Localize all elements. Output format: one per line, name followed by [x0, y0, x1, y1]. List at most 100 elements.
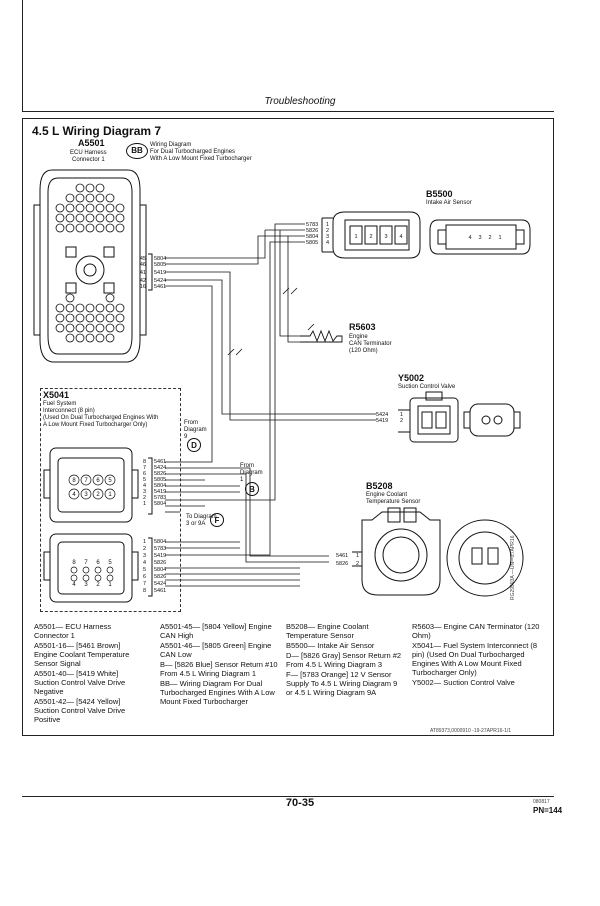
- tag-b-text: From Diagram 1: [240, 463, 263, 483]
- x5041-top-pin-ref: 5: [143, 477, 146, 483]
- ecu-connector: [33, 169, 147, 363]
- y5002-valve: [463, 403, 521, 437]
- legend-item: B5208— Engine Coolant Temperature Sensor: [286, 622, 369, 640]
- page-number: 70-35: [285, 797, 315, 809]
- y5002-pin-number: 2: [400, 418, 403, 424]
- x5041-bottom-pin-ref: 7: [143, 581, 146, 587]
- x5041-bottom-pin-ref: 3: [143, 553, 146, 559]
- x5041-bottom-wire-label: 5804: [154, 539, 166, 545]
- y5002-pin-number: 1: [400, 412, 403, 418]
- x5041-bottom-pin-ref: 4: [143, 560, 146, 566]
- b5500-connector: [321, 211, 421, 259]
- legend-col-4: R5603— Engine CAN Terminator (120 Ohm) X…: [412, 622, 550, 688]
- ecu-wire-label: 5461: [154, 284, 166, 290]
- ecu-id: A5501: [78, 138, 105, 148]
- b5500-wire-label: 5804: [306, 234, 318, 240]
- legend-item: A5501-42— [5424 Yellow] Suction Control …: [34, 697, 126, 724]
- tag-f-text: To Diagram 3 or 9A: [186, 514, 217, 527]
- x5041-bottom-pin-number: 7: [84, 560, 88, 566]
- x5041-bottom-pin-number: 2: [96, 582, 100, 588]
- x5041-connector-bottom: [43, 533, 153, 603]
- ecu-wire-label: 5805: [154, 262, 166, 268]
- ecu-pin-number: 41: [140, 270, 146, 276]
- b5500-id: B5500: [426, 189, 453, 199]
- b5208-connector: [352, 507, 441, 596]
- x5041-bottom-wire-label: 5804: [154, 567, 166, 573]
- b5208-sensor: [446, 519, 524, 597]
- b5500-cavity-number: 3: [384, 234, 387, 240]
- x5041-top-pin-ref: 1: [143, 501, 146, 507]
- bb-note-1: Wiring Diagram: [150, 142, 192, 148]
- b5500-cavity-number: 4: [399, 234, 402, 240]
- b5500-name: Intake Air Sensor: [426, 200, 472, 206]
- bb-note-2: For Dual Turbocharged Engines: [150, 149, 236, 155]
- footer-small-code: 080817: [533, 799, 550, 805]
- x5041-bottom-wire-label: 5419: [154, 553, 166, 559]
- b5500-cavity-number: 1: [354, 234, 357, 240]
- x5041-top-wire-label: 5783: [154, 495, 166, 501]
- x5041-top-pin-ref: 8: [143, 459, 146, 465]
- x5041-bottom-pin-ref: 8: [143, 588, 146, 594]
- x5041-top-pin-number: 2: [96, 492, 100, 498]
- ecu-wire-label: 5424: [154, 278, 166, 284]
- x5041-top-pin-number: 7: [84, 478, 88, 484]
- x5041-line2: Interconnect (8 pin): [43, 408, 95, 414]
- x5041-top-wire-label: 5805: [154, 477, 166, 483]
- legend-col-2: A5501-45— [5804 Yellow] Engine CAN High …: [160, 622, 278, 707]
- ref-code: AT89373,0000910 -19-27APR16-1/1: [430, 728, 512, 734]
- legend-item: A5501-40— [5419 White] Suction Control V…: [34, 669, 126, 696]
- x5041-top-wire-label: 5424: [154, 465, 166, 471]
- b5500-sensor-face: [429, 219, 531, 255]
- section-title: Troubleshooting: [264, 96, 336, 107]
- r5603-id: R5603: [349, 322, 376, 332]
- legend-col-1: A5501— ECU Harness Connector 1 A5501-16—…: [34, 622, 142, 725]
- x5041-bottom-pin-number: 6: [96, 560, 100, 566]
- ecu-wire-label: 5804: [154, 256, 166, 262]
- x5041-line3: (Used On Dual Turbocharged Engines With: [43, 415, 159, 421]
- x5041-bottom-pin-ref: 5: [143, 567, 146, 573]
- b5500-wire-label: 5783: [306, 222, 318, 228]
- x5041-bottom-wire-label: 5826: [154, 574, 166, 580]
- x5041-top-pin-ref: 2: [143, 495, 146, 501]
- x5041-top-wire-label: 5804: [154, 501, 166, 507]
- b5208-pin-number: 2: [356, 561, 359, 567]
- legend-item: A5501— ECU Harness Connector 1: [34, 622, 112, 640]
- x5041-bottom-wire-label: 5826: [154, 560, 166, 566]
- r5603-line2: CAN Terminator: [349, 341, 392, 347]
- x5041-bottom-pin-number: 3: [84, 582, 88, 588]
- x5041-top-pin-ref: 6: [143, 471, 146, 477]
- r5603-line1: Engine: [349, 334, 368, 340]
- x5041-bottom-pin-number: 8: [72, 560, 76, 566]
- x5041-top-pin-ref: 4: [143, 483, 146, 489]
- y5002-wire-label: 5419: [376, 418, 388, 424]
- bb-note-3: With A Low Mount Fixed Turbocharger: [150, 156, 252, 162]
- x5041-top-wire-label: 5461: [154, 459, 166, 465]
- ecu-wire-label: 5419: [154, 270, 166, 276]
- b5500-wire-label: 5826: [306, 228, 318, 234]
- legend-item: BB— Wiring Diagram For Dual Turbocharged…: [160, 679, 275, 706]
- y5002-connector: [398, 391, 459, 443]
- ecu-pin-number: 46: [140, 262, 146, 268]
- b5208-wire-label: 5826: [336, 561, 348, 567]
- b5500-pin-number: 4: [326, 240, 329, 246]
- legend-item: A5501-45— [5804 Yellow] Engine CAN High: [160, 622, 272, 640]
- ecu-pin-number: 45: [140, 256, 146, 262]
- x5041-id: X5041: [43, 390, 70, 400]
- b5500-face-pin: 3: [478, 235, 481, 241]
- b5208-line2: Temperature Sensor: [366, 499, 421, 505]
- b5500-pin-number: 1: [326, 222, 329, 228]
- b5208-wire-label: 5461: [336, 553, 348, 559]
- ecu-label-1: ECU Harness: [70, 150, 107, 156]
- footer-rule: [22, 796, 554, 797]
- wires: [165, 223, 376, 587]
- x5041-bottom-pin-ref: 6: [143, 574, 146, 580]
- legend-item: B— [5826 Blue] Sensor Return #10 From 4.…: [160, 660, 278, 678]
- b5500-wire-label: 5805: [306, 240, 318, 246]
- legend-item: B5500— Intake Air Sensor: [286, 641, 375, 650]
- b5500-pin-number: 3: [326, 234, 329, 240]
- part-number: PN=144: [533, 806, 563, 815]
- header-rule: [22, 111, 554, 112]
- tag-b: B: [245, 482, 259, 496]
- r5603-resistor-symbol: [300, 329, 343, 343]
- tag-d: D: [187, 438, 201, 452]
